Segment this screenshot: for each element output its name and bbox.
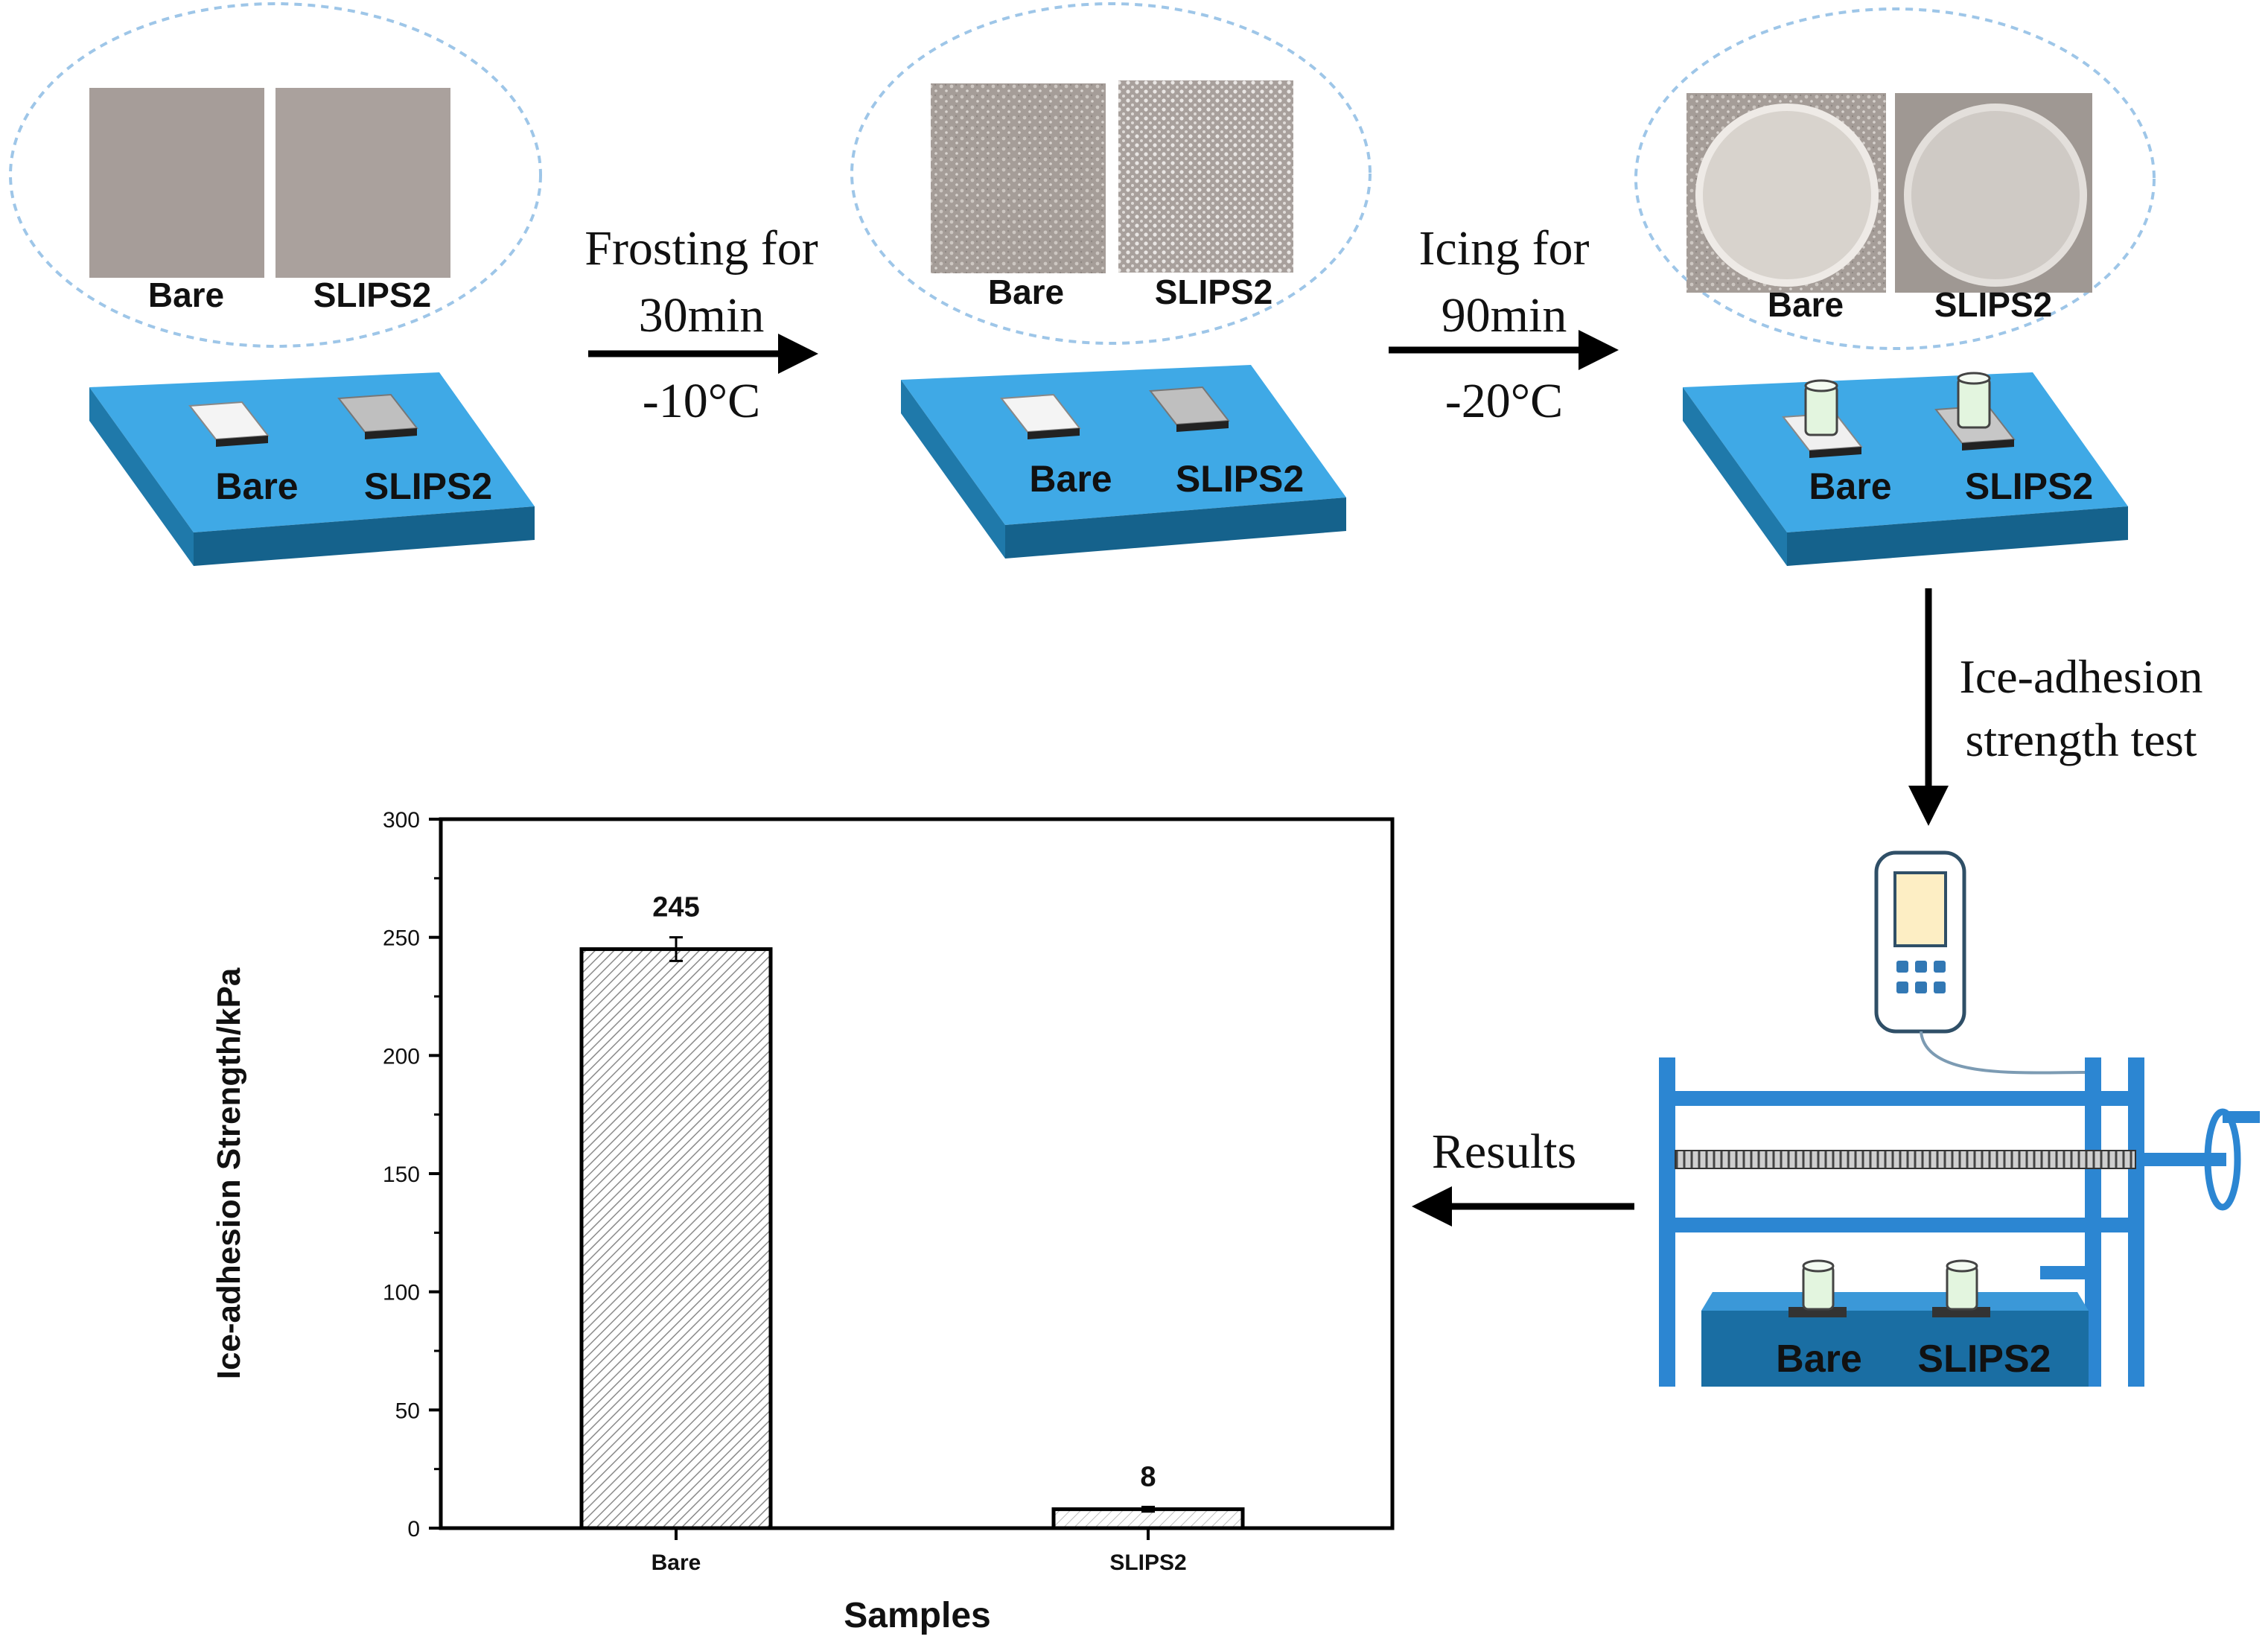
step-frosting-line2: 30min (639, 288, 765, 343)
bar-chart: 0 50 100 150 200 250 300 245 8 Bare SLIPS2 Ice-a… (211, 808, 1395, 1635)
photo-ellipse-initial (9, 2, 542, 348)
rig-sample-block (1701, 1311, 2089, 1387)
force-gauge (1874, 850, 2086, 1075)
platform-label-slips2: SLIPS2 (364, 465, 492, 507)
lead-screw (1675, 1150, 2136, 1169)
photo-bare-initial (89, 88, 264, 278)
x-tick-label: Bare (652, 1550, 701, 1575)
bars: 245 8 (579, 892, 1245, 1530)
photo-label-bare: Bare (988, 273, 1064, 311)
photo-slips2-frosted (1118, 80, 1293, 273)
gauge-screen (1893, 871, 1947, 947)
y-tick-label: 250 (383, 926, 420, 951)
stage-initial: Bare SLIPS2 Bare SLIPS2 (9, 2, 542, 566)
ice-column-bare (1804, 384, 1838, 436)
photo-label-slips2: SLIPS2 (1155, 273, 1273, 311)
photo-slips2-initial (275, 88, 450, 278)
rig-label-bare: Bare (1776, 1337, 1862, 1381)
bar-slips2 (1051, 1507, 1245, 1530)
stage-frosted: Bare SLIPS2 Bare SLIPS2 (850, 2, 1372, 559)
test-label-line1: Ice-adhesion (1960, 650, 2203, 703)
step-frosting-temp: -10°C (643, 374, 760, 428)
test-rig: Bare SLIPS2 (1659, 1057, 2260, 1387)
y-axis-label: Ice-adhesion Strength/kPa (211, 967, 247, 1379)
step-frosting-line1: Frosting for (584, 221, 818, 276)
y-tick-label: 50 (395, 1399, 420, 1423)
photo-label-slips2: SLIPS2 (313, 276, 432, 314)
y-tick-label: 0 (407, 1517, 420, 1542)
results-label: Results (1432, 1124, 1576, 1179)
ice-column-slips2 (1957, 377, 1991, 429)
platform-label-bare: Bare (1809, 465, 1891, 507)
test-label-line2: strength test (1965, 713, 2197, 766)
photo-bare-frosted (931, 83, 1106, 273)
y-tick-label: 300 (383, 808, 420, 833)
photo-label-bare: Bare (1768, 285, 1844, 324)
x-axis: Bare SLIPS2 (652, 1528, 1187, 1575)
photo-ellipse-frosted (850, 2, 1372, 345)
photo-label-bare: Bare (148, 276, 224, 314)
photo-ellipse-iced (1634, 7, 2156, 350)
rig-label-slips2: SLIPS2 (1917, 1337, 2051, 1381)
x-axis-label: Samples (844, 1596, 990, 1635)
y-tick-label: 150 (383, 1162, 420, 1187)
y-tick-label: 100 (383, 1281, 420, 1305)
stage-iced: Bare SLIPS2 Bare SLIPS2 (1634, 7, 2156, 566)
platform-label-slips2: SLIPS2 (1965, 465, 2093, 507)
platform-initial: Bare SLIPS2 (89, 372, 535, 566)
data-label: 245 (652, 892, 699, 923)
step-results: Results (1412, 1124, 1634, 1227)
step-adhesion-test: Ice-adhesion strength test (1908, 588, 2203, 826)
bar-bare (579, 947, 773, 1530)
x-tick-label: SLIPS2 (1109, 1550, 1186, 1575)
photo-label-slips2: SLIPS2 (1934, 285, 2053, 324)
platform-iced: Bare SLIPS2 (1683, 372, 2128, 566)
step-frosting: Frosting for 30min -10°C (584, 221, 818, 428)
platform-label-bare: Bare (1029, 458, 1112, 500)
platform-label-slips2: SLIPS2 (1176, 458, 1304, 500)
step-icing-temp: -20°C (1445, 374, 1563, 428)
step-icing: Icing for 90min -20°C (1389, 221, 1619, 428)
step-icing-line1: Icing for (1418, 221, 1589, 276)
y-tick-label: 200 (383, 1044, 420, 1069)
gauge-cable (1920, 1031, 2086, 1075)
step-icing-line2: 90min (1442, 288, 1567, 343)
platform-label-bare: Bare (215, 465, 298, 507)
y-axis: 0 50 100 150 200 250 300 (383, 808, 441, 1542)
data-label: 8 (1140, 1461, 1156, 1492)
platform-frosted: Bare SLIPS2 (901, 365, 1346, 559)
